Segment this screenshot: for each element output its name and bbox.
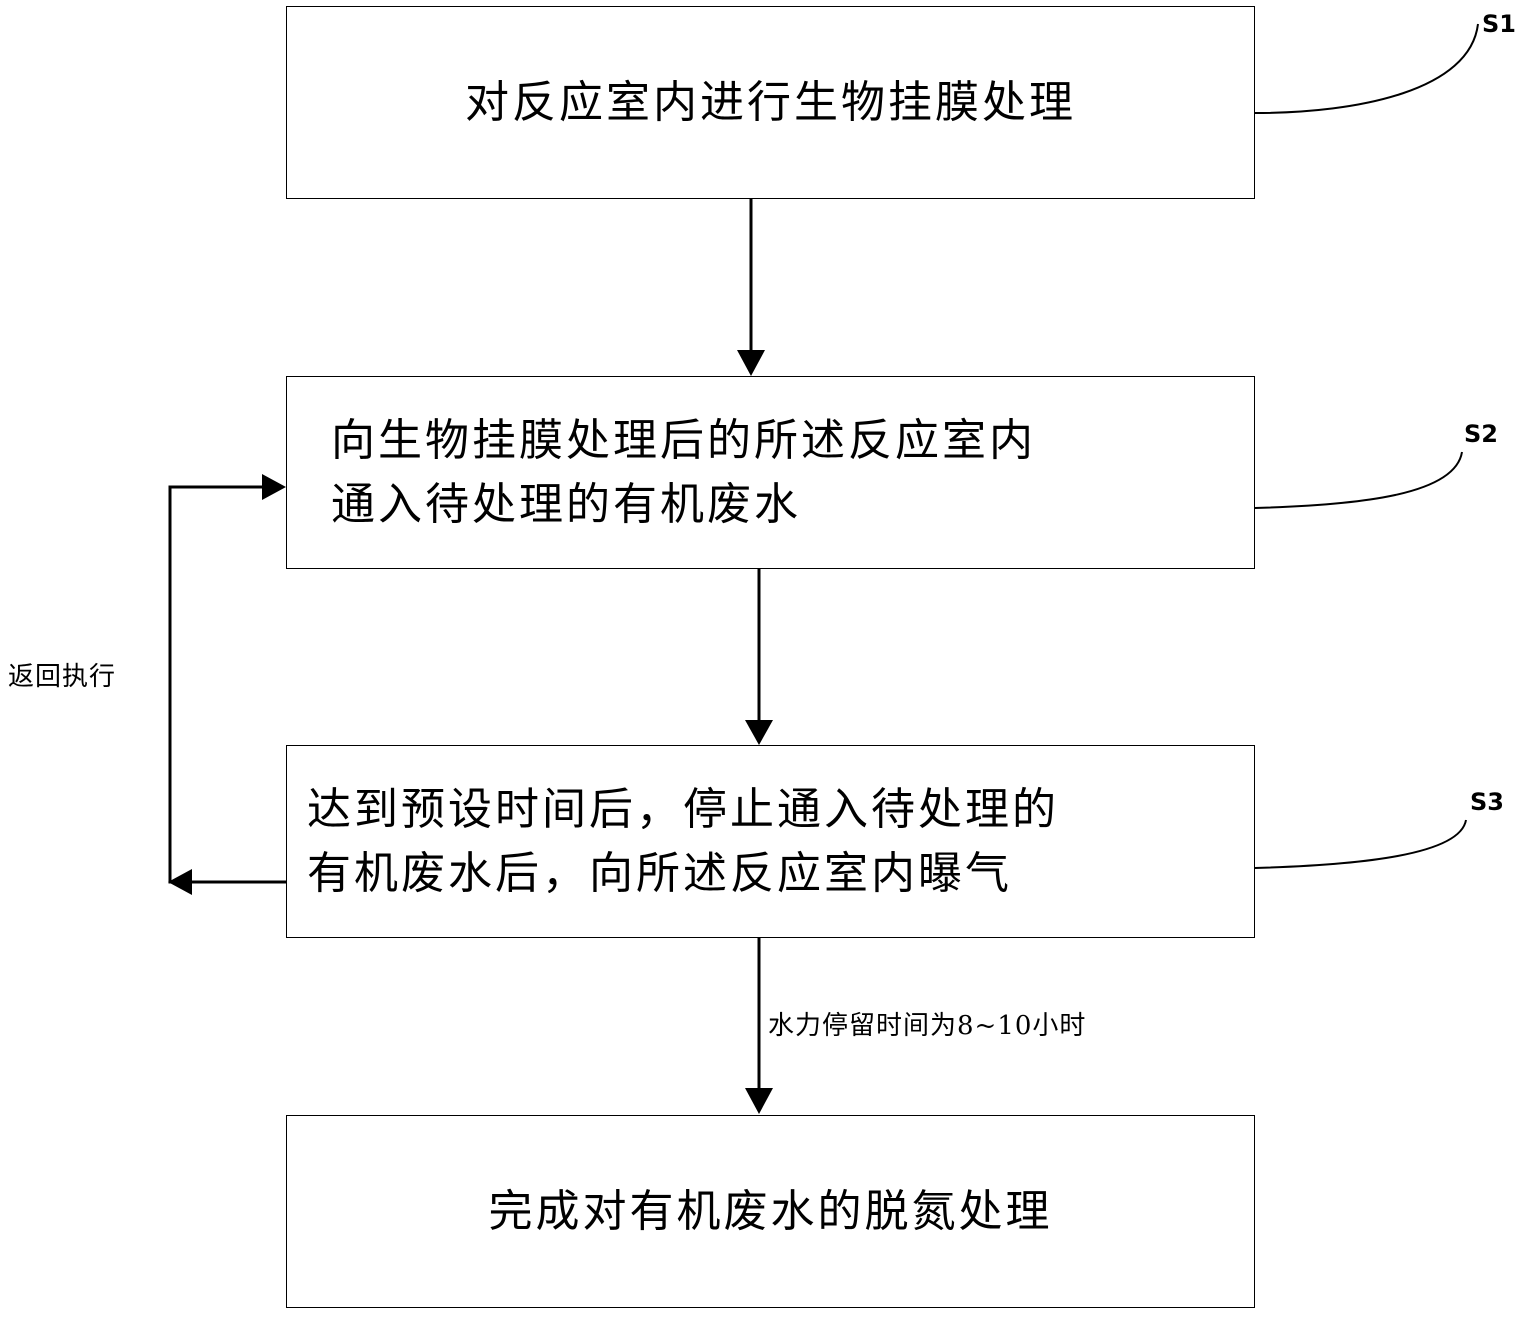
step-s1-box: 对反应室内进行生物挂膜处理	[286, 6, 1255, 199]
step-s2-text-line1: 向生物挂膜处理后的所述反应室内	[331, 414, 1036, 466]
loop-arrow-line	[168, 485, 286, 884]
arrow-s2-s3-head	[745, 720, 773, 745]
step-label-s3: S3	[1470, 788, 1504, 816]
step-s3-box: 达到预设时间后，停止通入待处理的 有机废水后，向所述反应室内曝气	[286, 745, 1255, 938]
step-s3-text-line2: 有机废水后，向所述反应室内曝气	[307, 847, 1012, 899]
hydraulic-retention-label: 水力停留时间为8~10小时	[768, 1011, 1087, 1041]
loop-back-label: 返回执行	[8, 662, 117, 692]
loop-arrow-head-left	[168, 869, 192, 895]
callout-s2	[1254, 451, 1463, 509]
callout-s3	[1254, 819, 1467, 869]
step-label-s1: S1	[1482, 10, 1516, 38]
loop-arrow-head-right	[262, 474, 286, 500]
step-s1-text: 对反应室内进行生物挂膜处理	[465, 76, 1076, 128]
step-s2-box: 向生物挂膜处理后的所述反应室内 通入待处理的有机废水	[286, 376, 1255, 569]
step-s3-text-line1: 达到预设时间后，停止通入待处理的	[307, 783, 1059, 835]
callout-s1	[1254, 23, 1479, 114]
arrow-s1-s2-head	[737, 350, 765, 376]
arrow-s3-s4-head	[745, 1088, 773, 1114]
step-label-s2: S2	[1464, 420, 1498, 448]
step-s4-text: 完成对有机废水的脱氮处理	[488, 1185, 1053, 1237]
step-s2-text-line2: 通入待处理的有机废水	[331, 478, 801, 530]
step-s4-box: 完成对有机废水的脱氮处理	[286, 1115, 1255, 1308]
